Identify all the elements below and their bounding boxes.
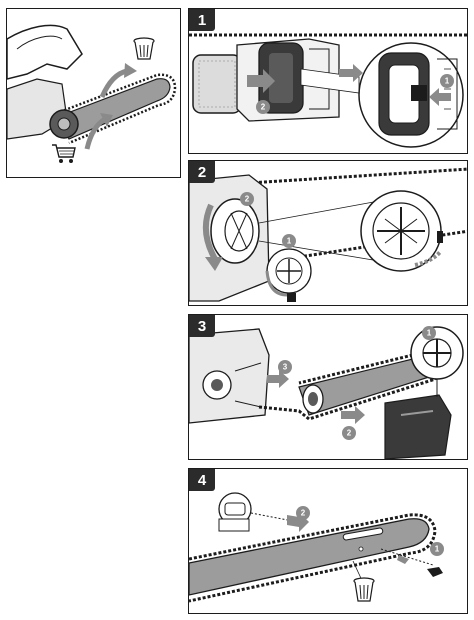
callout-number: 3 xyxy=(283,363,288,372)
step-4-panel: 4 2 1 xyxy=(188,468,468,614)
step-1-panel: 1 2 1 xyxy=(188,8,468,154)
step-number-badge: 3 xyxy=(189,315,215,337)
step-3-illustration: 3 2 1 xyxy=(189,326,464,459)
step-number-badge: 2 xyxy=(189,161,215,183)
step-2-panel: 2 2 1 xyxy=(188,160,468,306)
callout-number: 1 xyxy=(435,545,440,554)
overview-panel xyxy=(6,8,181,178)
step-2-illustration: 2 1 xyxy=(189,167,467,302)
callout-number: 1 xyxy=(427,329,432,338)
step-3-panel: 3 3 2 1 xyxy=(188,314,468,460)
step-number-badge: 4 xyxy=(189,469,215,491)
step-number-badge: 1 xyxy=(189,9,215,31)
callout-number: 2 xyxy=(245,195,250,204)
callout-number: 2 xyxy=(261,103,266,112)
callout-number: 1 xyxy=(287,237,292,246)
overview-illustration xyxy=(7,24,177,150)
callout-number: 2 xyxy=(347,429,352,438)
step-4-illustration: 2 1 xyxy=(189,492,444,603)
callout-number: 1 xyxy=(445,77,450,86)
recycle-bin-icon xyxy=(353,577,375,602)
shopping-cart-icon xyxy=(52,144,76,163)
step-1-illustration: 2 1 xyxy=(189,33,467,148)
lock-icon xyxy=(287,294,295,300)
recycle-bin-icon xyxy=(133,37,155,60)
callout-number: 2 xyxy=(301,509,306,518)
